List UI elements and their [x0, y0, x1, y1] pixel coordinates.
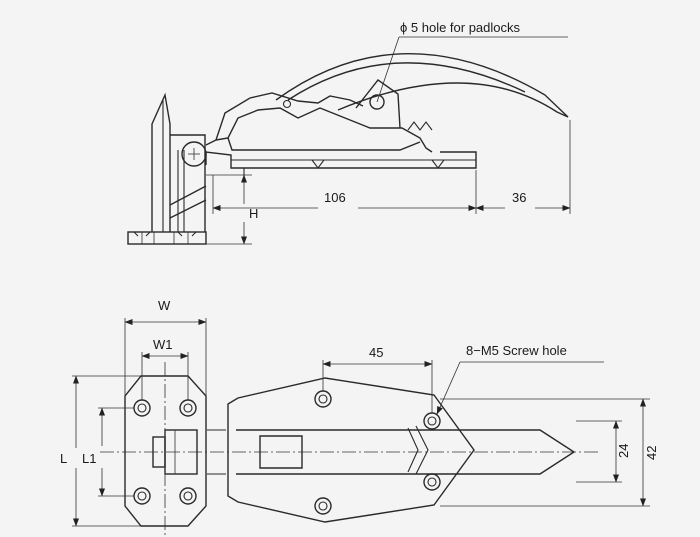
side-view-latch [181, 36, 569, 176]
dim-w1: W1 [153, 337, 173, 352]
latch-plate [207, 377, 576, 523]
plan-view-dimensions [72, 318, 650, 527]
side-view-keeper [151, 92, 207, 232]
dim-24: 24 [616, 444, 631, 458]
side-view-foot [127, 231, 207, 245]
dim-45: 45 [369, 345, 383, 360]
keeper-plate [124, 375, 207, 527]
side-view-dimensions [206, 36, 571, 245]
dim-h: H [249, 206, 258, 221]
dim-w: W [158, 298, 171, 313]
dim-42: 42 [644, 446, 659, 460]
dim-l1: L1 [82, 451, 96, 466]
dim-l: L [60, 451, 67, 466]
plan-view: W W1 L L1 45 8−M5 Screw hole 24 42 [60, 298, 659, 537]
side-view: ϕ 5 hole for padlocks 106 36 H [127, 20, 571, 245]
dim-106: 106 [324, 190, 346, 205]
dim-36: 36 [512, 190, 526, 205]
screw-hole-callout: 8−M5 Screw hole [466, 343, 567, 358]
padlock-hole-callout: ϕ 5 hole for padlocks [400, 20, 521, 35]
